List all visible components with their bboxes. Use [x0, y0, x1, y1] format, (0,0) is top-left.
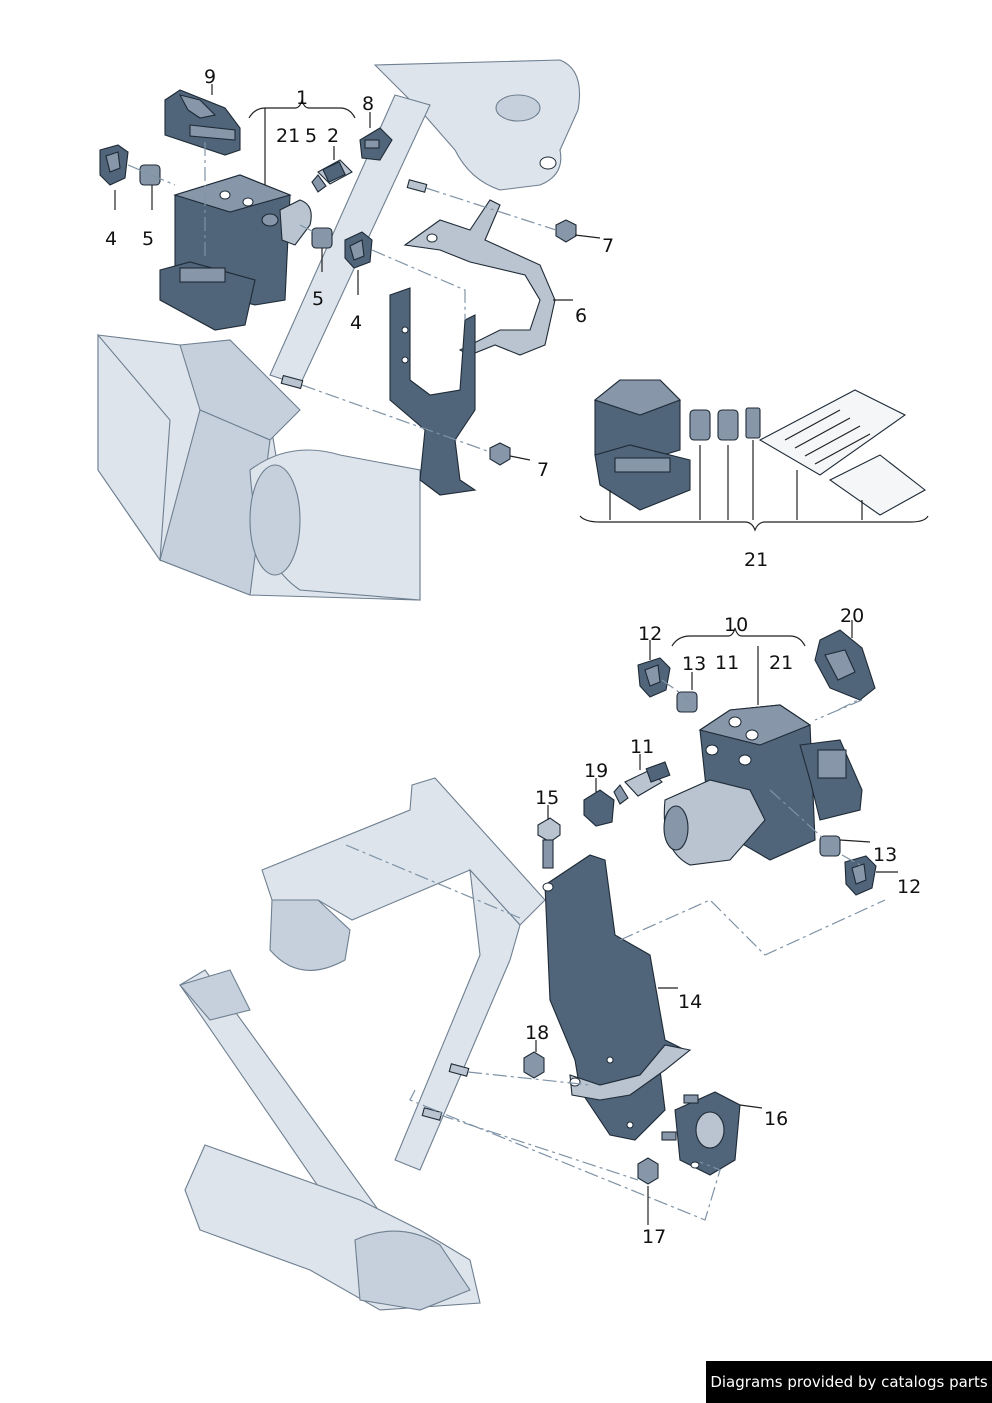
plate-16: [661, 1091, 741, 1176]
callout-9: 9: [204, 66, 216, 88]
callout-11-b: 11: [630, 736, 654, 758]
callout-6: 6: [575, 305, 587, 327]
control-module-bottom: [814, 629, 876, 701]
pressure-sensor-top: [311, 159, 353, 193]
callout-4-top-b: 4: [350, 312, 362, 334]
bracket-bottom: [542, 854, 692, 1141]
callout-21-top-a: 21: [276, 125, 300, 147]
bracket-top: [389, 199, 556, 496]
callout-10: 10: [724, 614, 748, 636]
callout-19: 19: [584, 760, 608, 782]
callout-12-a: 12: [638, 623, 662, 645]
abs-hydraulic-unit-top: [159, 174, 312, 331]
abs-hydraulic-unit-bottom: [663, 704, 863, 866]
callout-21-top-b: 21: [744, 549, 768, 571]
watermark-banner: Diagrams provided by catalogs parts: [706, 1361, 992, 1403]
callout-4-top-a: 4: [105, 228, 117, 250]
callout-11-a: 11: [715, 652, 739, 674]
callout-1: 1: [296, 87, 308, 109]
callout-2: 2: [327, 125, 339, 147]
repair-kit-top: [593, 379, 926, 516]
callout-5-top-c: 5: [312, 288, 324, 310]
top-callout-leaders: [114, 84, 601, 461]
callout-13-a: 13: [682, 653, 706, 675]
callout-17: 17: [642, 1226, 666, 1248]
nuts-top: [280, 179, 577, 466]
callout-5-top-b: 5: [142, 228, 154, 250]
callout-16: 16: [764, 1108, 788, 1130]
callout-12-b: 12: [897, 876, 921, 898]
bottom-callout-leaders: [535, 620, 898, 1225]
callout-13-b: 13: [873, 844, 897, 866]
pressure-sensor-bottom: [583, 761, 671, 827]
bottom-assembly-lines: [345, 679, 886, 1221]
connector-plug-top: [359, 127, 393, 161]
callout-5-top-a: 5: [305, 125, 317, 147]
bolt-15: [537, 817, 561, 869]
top-assembly-lines: [127, 142, 557, 453]
nuts-bottom: [421, 1051, 659, 1185]
callout-15: 15: [535, 787, 559, 809]
callout-20: 20: [840, 605, 864, 627]
callout-18: 18: [525, 1022, 549, 1044]
callout-7-top-a: 7: [602, 235, 614, 257]
mount-rubbers-bottom: [637, 657, 877, 896]
callout-8: 8: [362, 93, 374, 115]
bracket-21-top: [579, 515, 929, 532]
control-module-top: [164, 89, 241, 156]
callout-7-top-b: 7: [537, 459, 549, 481]
kit-leaders: [609, 440, 863, 520]
bottom-vehicle-structure: [179, 777, 546, 1311]
callout-21-bottom: 21: [769, 652, 793, 674]
callout-14: 14: [678, 991, 702, 1013]
